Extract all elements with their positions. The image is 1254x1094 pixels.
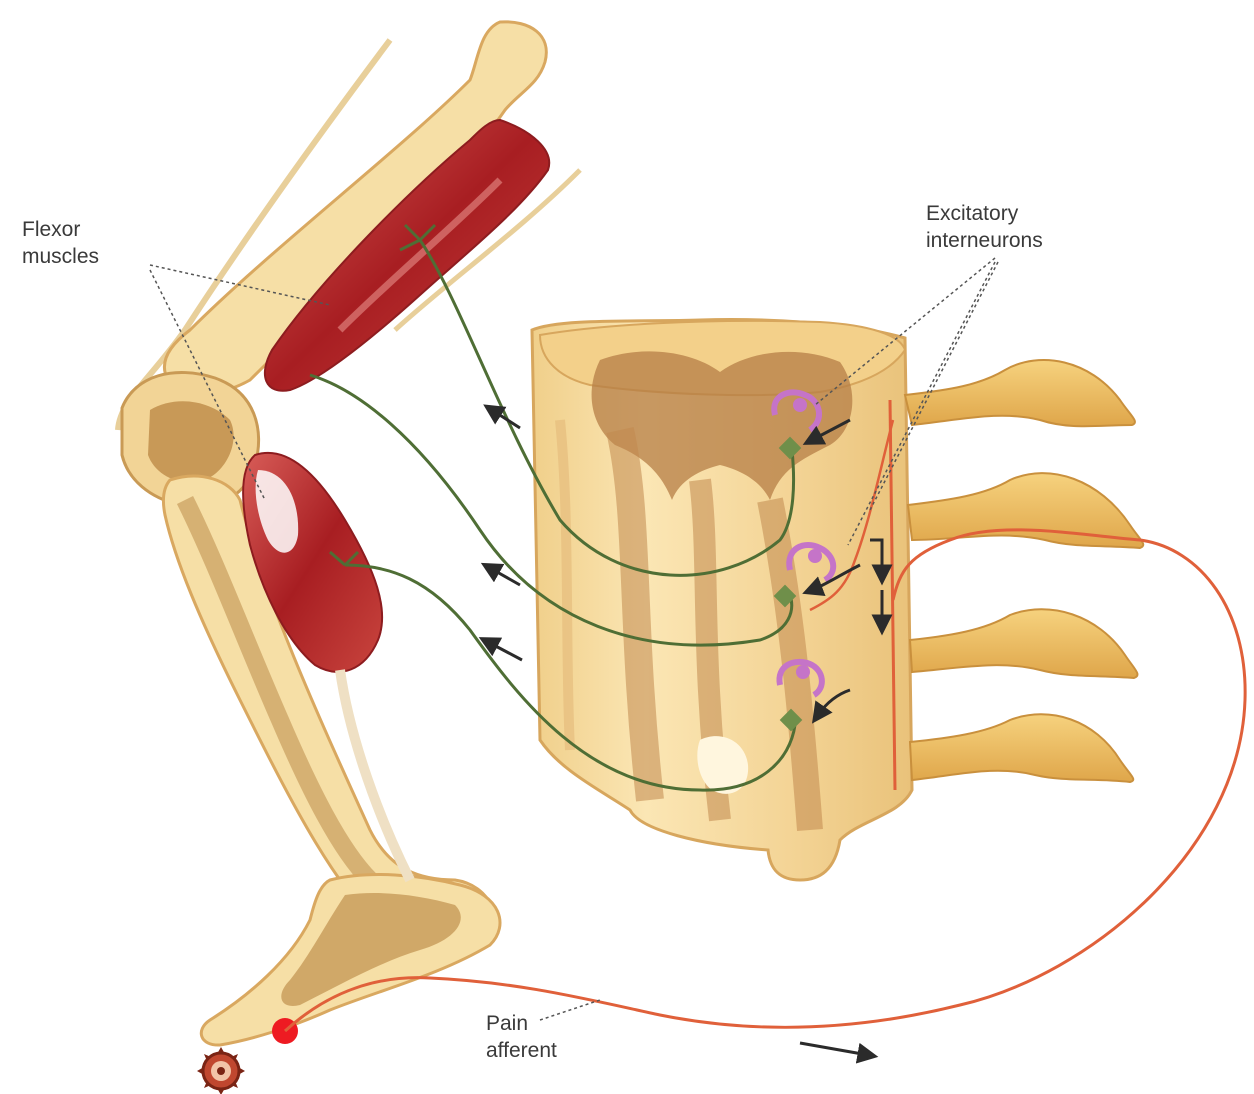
interneurons-label-line1: Excitatory [926,200,1043,227]
nerve-roots [905,360,1143,782]
arrow-icon [490,568,520,585]
flexor-muscles-label: Flexor muscles [22,216,99,270]
spinal-cord [532,320,912,880]
arrow-icon [800,1043,868,1055]
pain-label-line1: Pain [486,1010,557,1037]
interneurons-label-line2: interneurons [926,227,1043,254]
flexor-label-line1: Flexor [22,216,99,243]
ganglion-3 [910,609,1137,678]
pain-label-line2: afferent [486,1037,557,1064]
arrow-icon [492,410,520,428]
pain-afferent-label: Pain afferent [486,1010,557,1064]
tack-icon [197,1047,245,1094]
leg [118,22,580,1094]
arrow-icon [488,642,522,660]
excitatory-interneurons-label: Excitatory interneurons [926,200,1043,254]
flexor-label-line2: muscles [22,243,99,270]
ganglion-4 [910,714,1133,782]
